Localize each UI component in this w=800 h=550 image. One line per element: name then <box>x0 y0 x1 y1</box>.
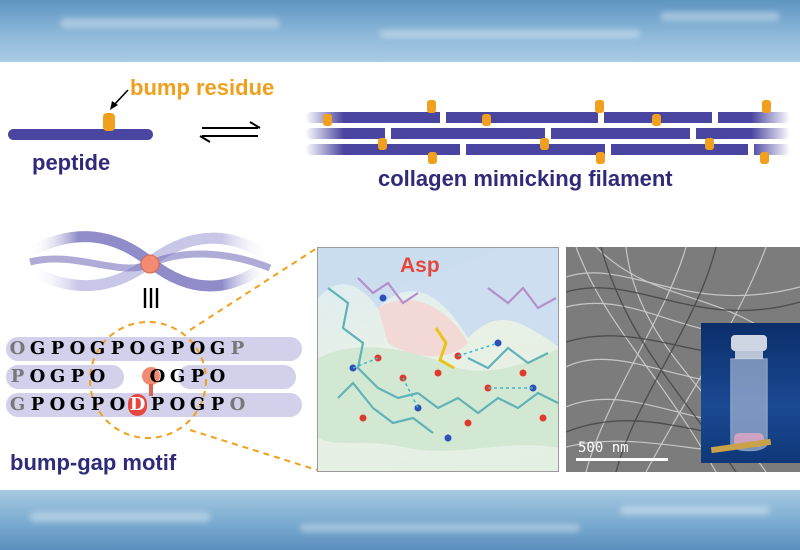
residue: P <box>30 394 45 415</box>
residue: G <box>149 338 166 359</box>
bump-residue-sphere <box>140 254 160 274</box>
bump-gap-residue <box>142 367 160 396</box>
residue: P <box>90 394 105 415</box>
residue: G <box>209 338 226 359</box>
residue: O <box>109 394 126 415</box>
background-bottom-band <box>0 490 800 550</box>
single-peptide <box>8 113 153 140</box>
aspartate-residue: D <box>128 394 147 416</box>
peptide-label: peptide <box>32 150 111 175</box>
residue: P <box>170 338 185 359</box>
residue: G <box>69 394 86 415</box>
residue: P <box>230 338 245 359</box>
residue <box>128 366 147 388</box>
background-streak <box>300 524 580 532</box>
bump-gap-motif-label: bump-gap motif <box>10 450 177 475</box>
bump-residue-marker <box>103 113 115 131</box>
sequence-row-3: G P O G P O D P O G P O <box>8 394 247 416</box>
residue: P <box>10 366 25 387</box>
equilibrium-arrows-icon <box>199 121 261 143</box>
identity-bars-icon <box>143 288 159 308</box>
residue: P <box>190 366 205 387</box>
background-streak <box>60 18 280 28</box>
zoom-indicator <box>89 247 318 471</box>
background-streak <box>30 512 210 522</box>
bump-residue-label: bump residue <box>130 75 275 100</box>
scale-bar <box>576 458 668 461</box>
filament-row-top <box>305 112 790 123</box>
residue <box>108 366 127 388</box>
residue: G <box>49 366 66 387</box>
residue: P <box>70 366 85 387</box>
residue: O <box>89 366 106 387</box>
residue: P <box>210 394 225 415</box>
gel-vial-image <box>710 335 772 454</box>
residue: O <box>49 394 66 415</box>
peptide-strand <box>8 129 153 140</box>
residue: P <box>150 394 165 415</box>
residue: P <box>110 338 125 359</box>
residue: O <box>209 366 226 387</box>
residue: O <box>149 366 166 387</box>
residue: O <box>69 338 86 359</box>
vial-photo-inset <box>701 323 800 463</box>
residue: O <box>129 338 146 359</box>
residue: P <box>50 338 65 359</box>
background-streak <box>660 12 780 21</box>
residue: G <box>89 338 106 359</box>
residue: G <box>189 394 206 415</box>
filament-label: collagen mimicking filament <box>378 166 673 191</box>
collagen-filament <box>305 100 790 164</box>
bump-pointer-arrow-icon <box>110 89 129 110</box>
residue: O <box>229 394 246 415</box>
molecular-structure-image <box>318 248 558 451</box>
residue: O <box>29 366 46 387</box>
residue: O <box>189 338 206 359</box>
background-streak <box>620 506 770 515</box>
sequence-row-2: P O G P O O G P O <box>8 366 247 388</box>
triple-helix <box>27 231 274 292</box>
sequence-row-1: O G P O G P O G P O G P <box>8 338 247 360</box>
scale-bar-label: 500 nm <box>578 440 629 456</box>
residue: G <box>29 338 46 359</box>
sequence-strands <box>6 337 302 417</box>
residue <box>228 366 247 388</box>
asp-label: Asp <box>400 254 440 277</box>
background-streak <box>380 30 640 38</box>
residue: G <box>169 366 186 387</box>
residue: O <box>169 394 186 415</box>
residue: O <box>9 338 26 359</box>
background-top-band <box>0 0 800 62</box>
molecular-structure-inset <box>317 247 559 472</box>
residue: G <box>9 394 26 415</box>
